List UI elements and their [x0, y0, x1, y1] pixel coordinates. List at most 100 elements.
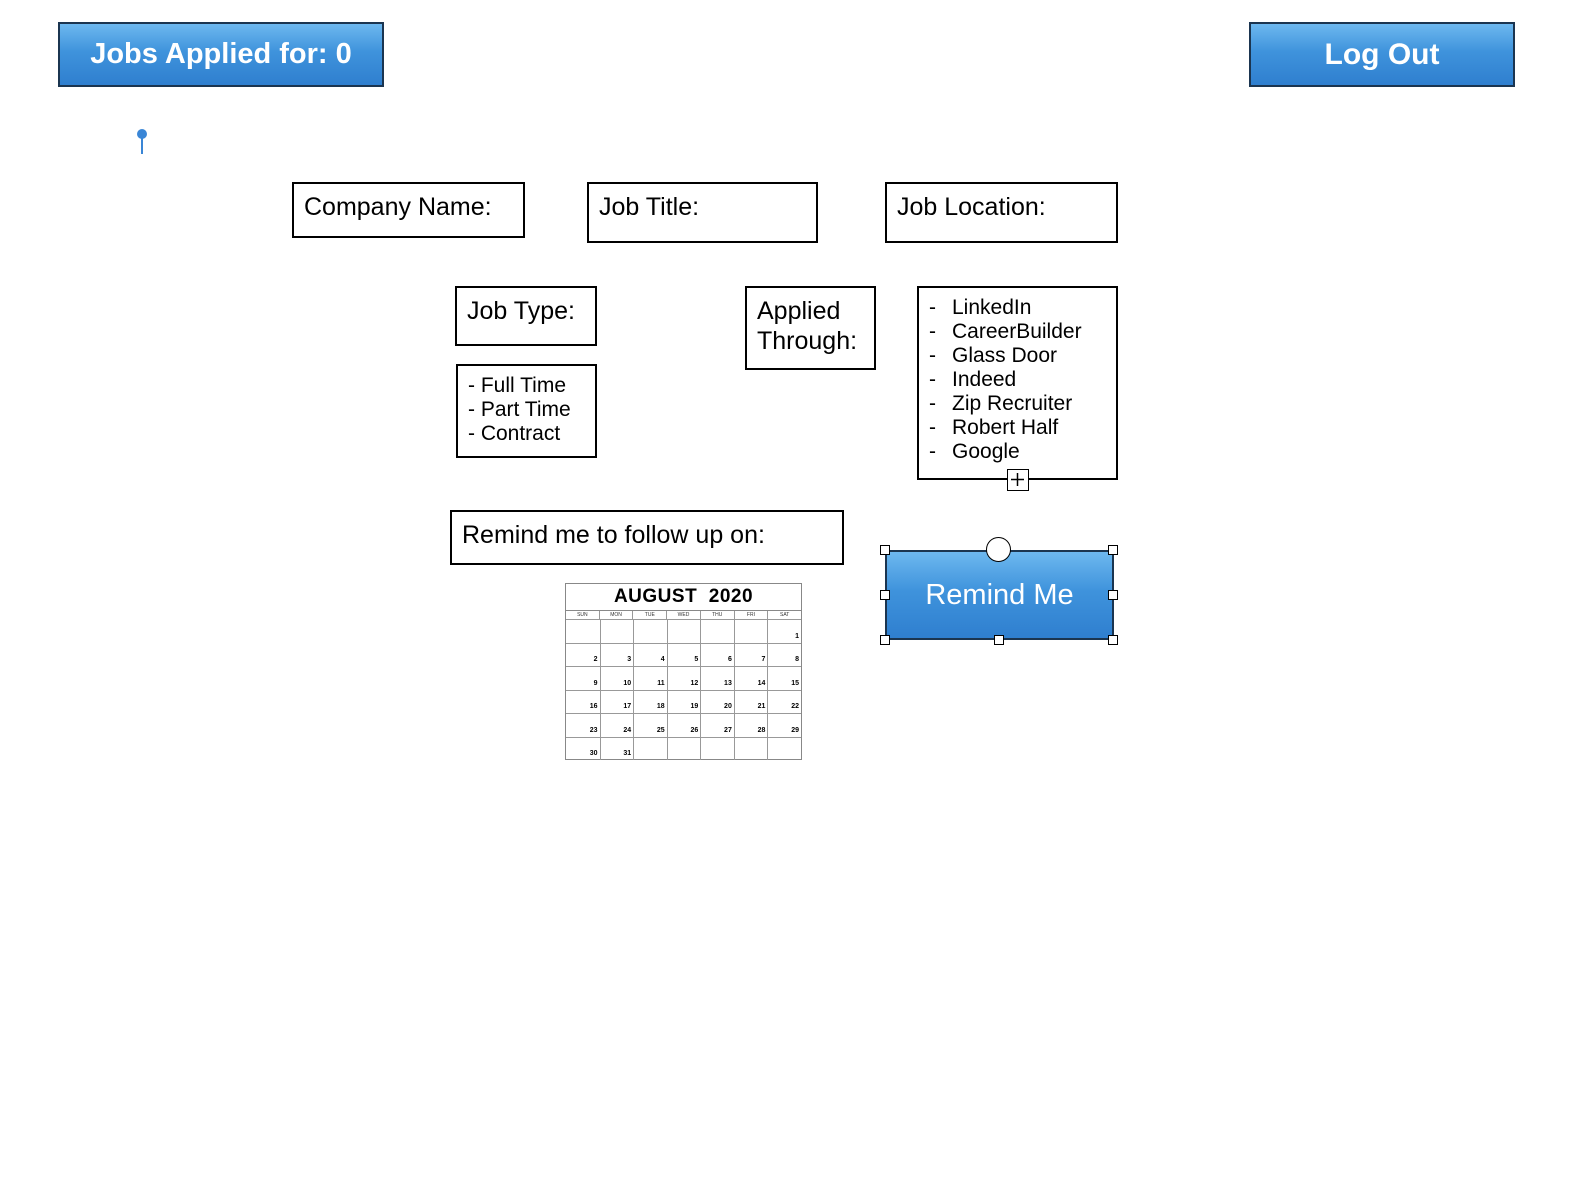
- calendar-title: AUGUST 2020: [566, 584, 801, 610]
- list-dash: -: [929, 416, 936, 439]
- source-label: Zip Recruiter: [952, 392, 1073, 415]
- calendar[interactable]: AUGUST 2020 SUN MON TUE WED THU FRI SAT …: [565, 583, 802, 760]
- source-item-careerbuilder[interactable]: -CareerBuilder: [929, 320, 1116, 344]
- calendar-empty-cell: [666, 736, 701, 760]
- calendar-empty-cell: [633, 736, 667, 760]
- plus-square-icon[interactable]: [1007, 469, 1029, 491]
- calendar-day-7[interactable]: 7: [733, 642, 768, 666]
- source-item-zip-recruiter[interactable]: -Zip Recruiter: [929, 392, 1116, 416]
- source-item-linkedin[interactable]: -LinkedIn: [929, 296, 1116, 320]
- list-dash: -: [929, 344, 936, 367]
- job-title-field[interactable]: Job Title:: [587, 182, 818, 243]
- calendar-day-24[interactable]: 24: [599, 713, 634, 737]
- job-title-label: Job Title:: [599, 193, 700, 221]
- calendar-day-17[interactable]: 17: [599, 689, 634, 713]
- resize-handle-right[interactable]: [1108, 590, 1118, 600]
- resize-handle-bottom-left[interactable]: [880, 635, 890, 645]
- list-dash: -: [929, 440, 936, 463]
- source-list[interactable]: -LinkedIn -CareerBuilder -Glass Door -In…: [917, 286, 1118, 480]
- calendar-day-5[interactable]: 5: [666, 642, 701, 666]
- weekday-label: FRI: [733, 611, 768, 619]
- calendar-day-27[interactable]: 27: [700, 713, 734, 737]
- weekday-label: SUN: [577, 612, 588, 618]
- remind-me-button[interactable]: Remind Me: [885, 550, 1114, 640]
- job-location-label: Job Location:: [897, 193, 1046, 221]
- list-dash: -: [929, 320, 936, 343]
- job-type-field[interactable]: Job Type:: [455, 286, 597, 346]
- calendar-day-22[interactable]: 22: [767, 689, 801, 713]
- source-label: Indeed: [952, 368, 1017, 391]
- calendar-empty-cell: [767, 736, 801, 760]
- source-label: Robert Half: [952, 416, 1059, 439]
- job-type-option-full-time[interactable]: - Full Time: [468, 374, 567, 397]
- calendar-day-31[interactable]: 31: [599, 736, 634, 760]
- resize-handle-bottom[interactable]: [994, 635, 1004, 645]
- job-type-option-contract[interactable]: - Contract: [468, 422, 561, 445]
- company-name-field[interactable]: Company Name:: [292, 182, 525, 238]
- calendar-day-3[interactable]: 3: [599, 642, 634, 666]
- calendar-month: AUGUST: [613, 586, 698, 607]
- calendar-day-1[interactable]: 1: [767, 619, 801, 643]
- calendar-day-23[interactable]: 23: [566, 713, 600, 737]
- applied-through-field[interactable]: Applied Through:: [745, 286, 876, 370]
- applied-through-label-line2: Through:: [757, 327, 858, 355]
- resize-handle-top-right[interactable]: [1108, 545, 1118, 555]
- source-label: Glass Door: [952, 344, 1058, 367]
- calendar-day-4[interactable]: 4: [633, 642, 667, 666]
- resize-handle-top-left[interactable]: [880, 545, 890, 555]
- source-item-robert-half[interactable]: -Robert Half: [929, 416, 1116, 440]
- calendar-day-16[interactable]: 16: [566, 689, 600, 714]
- resize-handle-bottom-right[interactable]: [1108, 635, 1118, 645]
- weekday-label: THU: [699, 611, 734, 619]
- calendar-day-18[interactable]: 18: [633, 689, 667, 713]
- calendar-day-30[interactable]: 30: [566, 736, 600, 761]
- source-label: LinkedIn: [952, 296, 1032, 319]
- calendar-day-6[interactable]: 6: [700, 642, 734, 666]
- list-dash: -: [929, 392, 936, 415]
- calendar-day-21[interactable]: 21: [733, 689, 768, 713]
- calendar-day-15[interactable]: 15: [767, 666, 801, 690]
- calendar-empty-cell: [700, 619, 734, 643]
- rotate-handle[interactable]: [986, 537, 1011, 562]
- calendar-empty-cell: [733, 736, 768, 760]
- calendar-day-25[interactable]: 25: [633, 713, 667, 737]
- calendar-year: 2020: [708, 586, 754, 607]
- calendar-empty-cell: [633, 619, 667, 643]
- weekday-label: SAT: [767, 611, 801, 619]
- source-item-indeed[interactable]: -Indeed: [929, 368, 1116, 392]
- calendar-day-8[interactable]: 8: [767, 642, 801, 666]
- calendar-day-28[interactable]: 28: [733, 713, 768, 737]
- pin-icon: [135, 127, 149, 155]
- job-location-field[interactable]: Job Location:: [885, 182, 1118, 243]
- weekday-label: TUE: [632, 611, 666, 619]
- weekday-label: MON: [598, 611, 633, 619]
- source-label: Google: [952, 440, 1020, 463]
- calendar-empty-cell: [599, 619, 634, 643]
- weekday-label: WED: [666, 611, 700, 619]
- calendar-empty-cell: [666, 619, 701, 643]
- calendar-empty-cell: [566, 619, 600, 643]
- calendar-day-14[interactable]: 14: [733, 666, 768, 690]
- logout-button[interactable]: Log Out: [1249, 22, 1515, 87]
- job-type-label: Job Type:: [467, 297, 575, 325]
- resize-handle-left[interactable]: [880, 590, 890, 600]
- company-name-label: Company Name:: [304, 193, 492, 221]
- calendar-day-29[interactable]: 29: [767, 713, 801, 737]
- calendar-day-2[interactable]: 2: [566, 642, 600, 667]
- calendar-empty-cell: [733, 619, 768, 643]
- calendar-day-26[interactable]: 26: [666, 713, 701, 737]
- calendar-day-9[interactable]: 9: [566, 666, 600, 690]
- calendar-day-11[interactable]: 11: [633, 666, 667, 690]
- source-item-google[interactable]: -Google: [929, 440, 1116, 464]
- calendar-day-20[interactable]: 20: [700, 689, 734, 713]
- job-type-option-part-time[interactable]: - Part Time: [468, 398, 571, 421]
- source-item-glass-door[interactable]: -Glass Door: [929, 344, 1116, 368]
- calendar-day-10[interactable]: 10: [599, 666, 634, 690]
- calendar-day-12[interactable]: 12: [666, 666, 701, 690]
- job-type-options[interactable]: - Full Time - Part Time - Contract: [456, 364, 597, 458]
- jobs-applied-button[interactable]: Jobs Applied for: 0: [58, 22, 384, 87]
- calendar-day-13[interactable]: 13: [700, 666, 734, 690]
- remind-follow-up-field[interactable]: Remind me to follow up on:: [450, 510, 844, 565]
- calendar-day-19[interactable]: 19: [666, 689, 701, 713]
